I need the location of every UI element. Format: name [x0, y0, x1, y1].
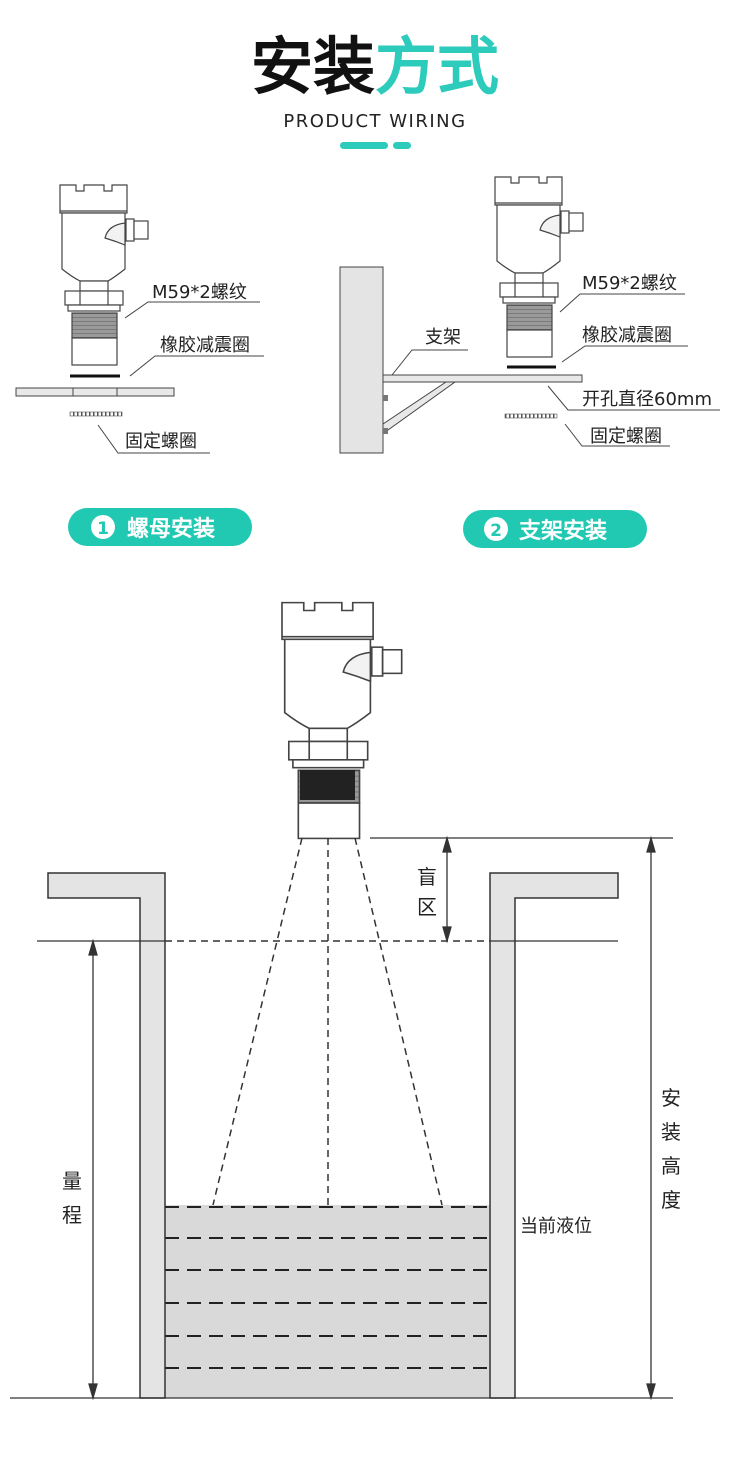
page-title: 安装方式 — [251, 30, 499, 103]
tank-measurement-diagram: 盲 区 量 程 安 装 高 度 当前液位 — [10, 601, 681, 1401]
label-fixing-ring: 固定螺圈 — [590, 426, 662, 447]
tank-right-wall — [489, 872, 619, 1399]
title-part-1: 安装 — [251, 30, 375, 103]
wall — [339, 266, 384, 454]
label-range: 程 — [62, 1203, 82, 1227]
label-hole-diameter: 开孔直径60mm — [582, 389, 712, 410]
label-install-height: 安 — [661, 1086, 681, 1110]
bracket-brace — [382, 381, 457, 431]
sensor-drawing — [494, 176, 584, 358]
fixing-ring — [504, 413, 558, 419]
label-range: 量 — [62, 1169, 82, 1193]
label-rubber-ring: 橡胶减震圈 — [582, 325, 672, 346]
label-bracket: 支架 — [425, 327, 461, 348]
ultrasonic-beam — [165, 837, 490, 1206]
label-rubber-ring: 橡胶减震圈 — [160, 335, 250, 356]
sensor-drawing — [59, 184, 149, 366]
badge-number: 2 — [490, 521, 502, 541]
liquid-level-lines — [165, 1206, 490, 1369]
badge-number: 1 — [97, 519, 109, 539]
badge-label: 支架安装 — [519, 518, 607, 544]
bracket-installation-diagram: 支架 M59*2螺纹 橡胶减震圈 开孔直径60mm 固定螺圈 — [339, 176, 720, 454]
sensor-thread — [300, 770, 355, 800]
sensor-drawing — [281, 601, 403, 840]
reference-lines — [10, 837, 673, 1399]
liquid — [165, 1205, 490, 1398]
title-part-2: 方式 — [375, 30, 499, 103]
label-current-level: 当前液位 — [520, 1216, 592, 1237]
badge-bracket-installation: 2 支架安装 — [463, 510, 647, 548]
divider-bar-short — [393, 142, 411, 149]
label-install-height: 装 — [661, 1120, 681, 1144]
fixing-ring — [69, 411, 123, 417]
nut-installation-diagram: M59*2螺纹 橡胶减震圈 固定螺圈 — [15, 184, 264, 454]
mounting-plate — [15, 387, 175, 397]
bracket-plate — [382, 374, 583, 383]
badge-label: 螺母安装 — [127, 516, 215, 542]
label-install-height: 度 — [661, 1188, 681, 1212]
divider-bar-long — [340, 142, 388, 149]
label-blind-zone: 区 — [417, 895, 437, 919]
dimension-arrows — [88, 835, 656, 1401]
label-thread: M59*2螺纹 — [152, 282, 247, 303]
badge-nut-installation: 1 螺母安装 — [68, 508, 252, 546]
label-fixing-ring: 固定螺圈 — [125, 431, 197, 452]
label-install-height: 高 — [661, 1154, 681, 1178]
label-blind-zone: 盲 — [417, 865, 437, 889]
tank-left-wall — [47, 872, 166, 1399]
page-subtitle: PRODUCT WIRING — [283, 111, 466, 132]
label-thread: M59*2螺纹 — [582, 273, 677, 294]
